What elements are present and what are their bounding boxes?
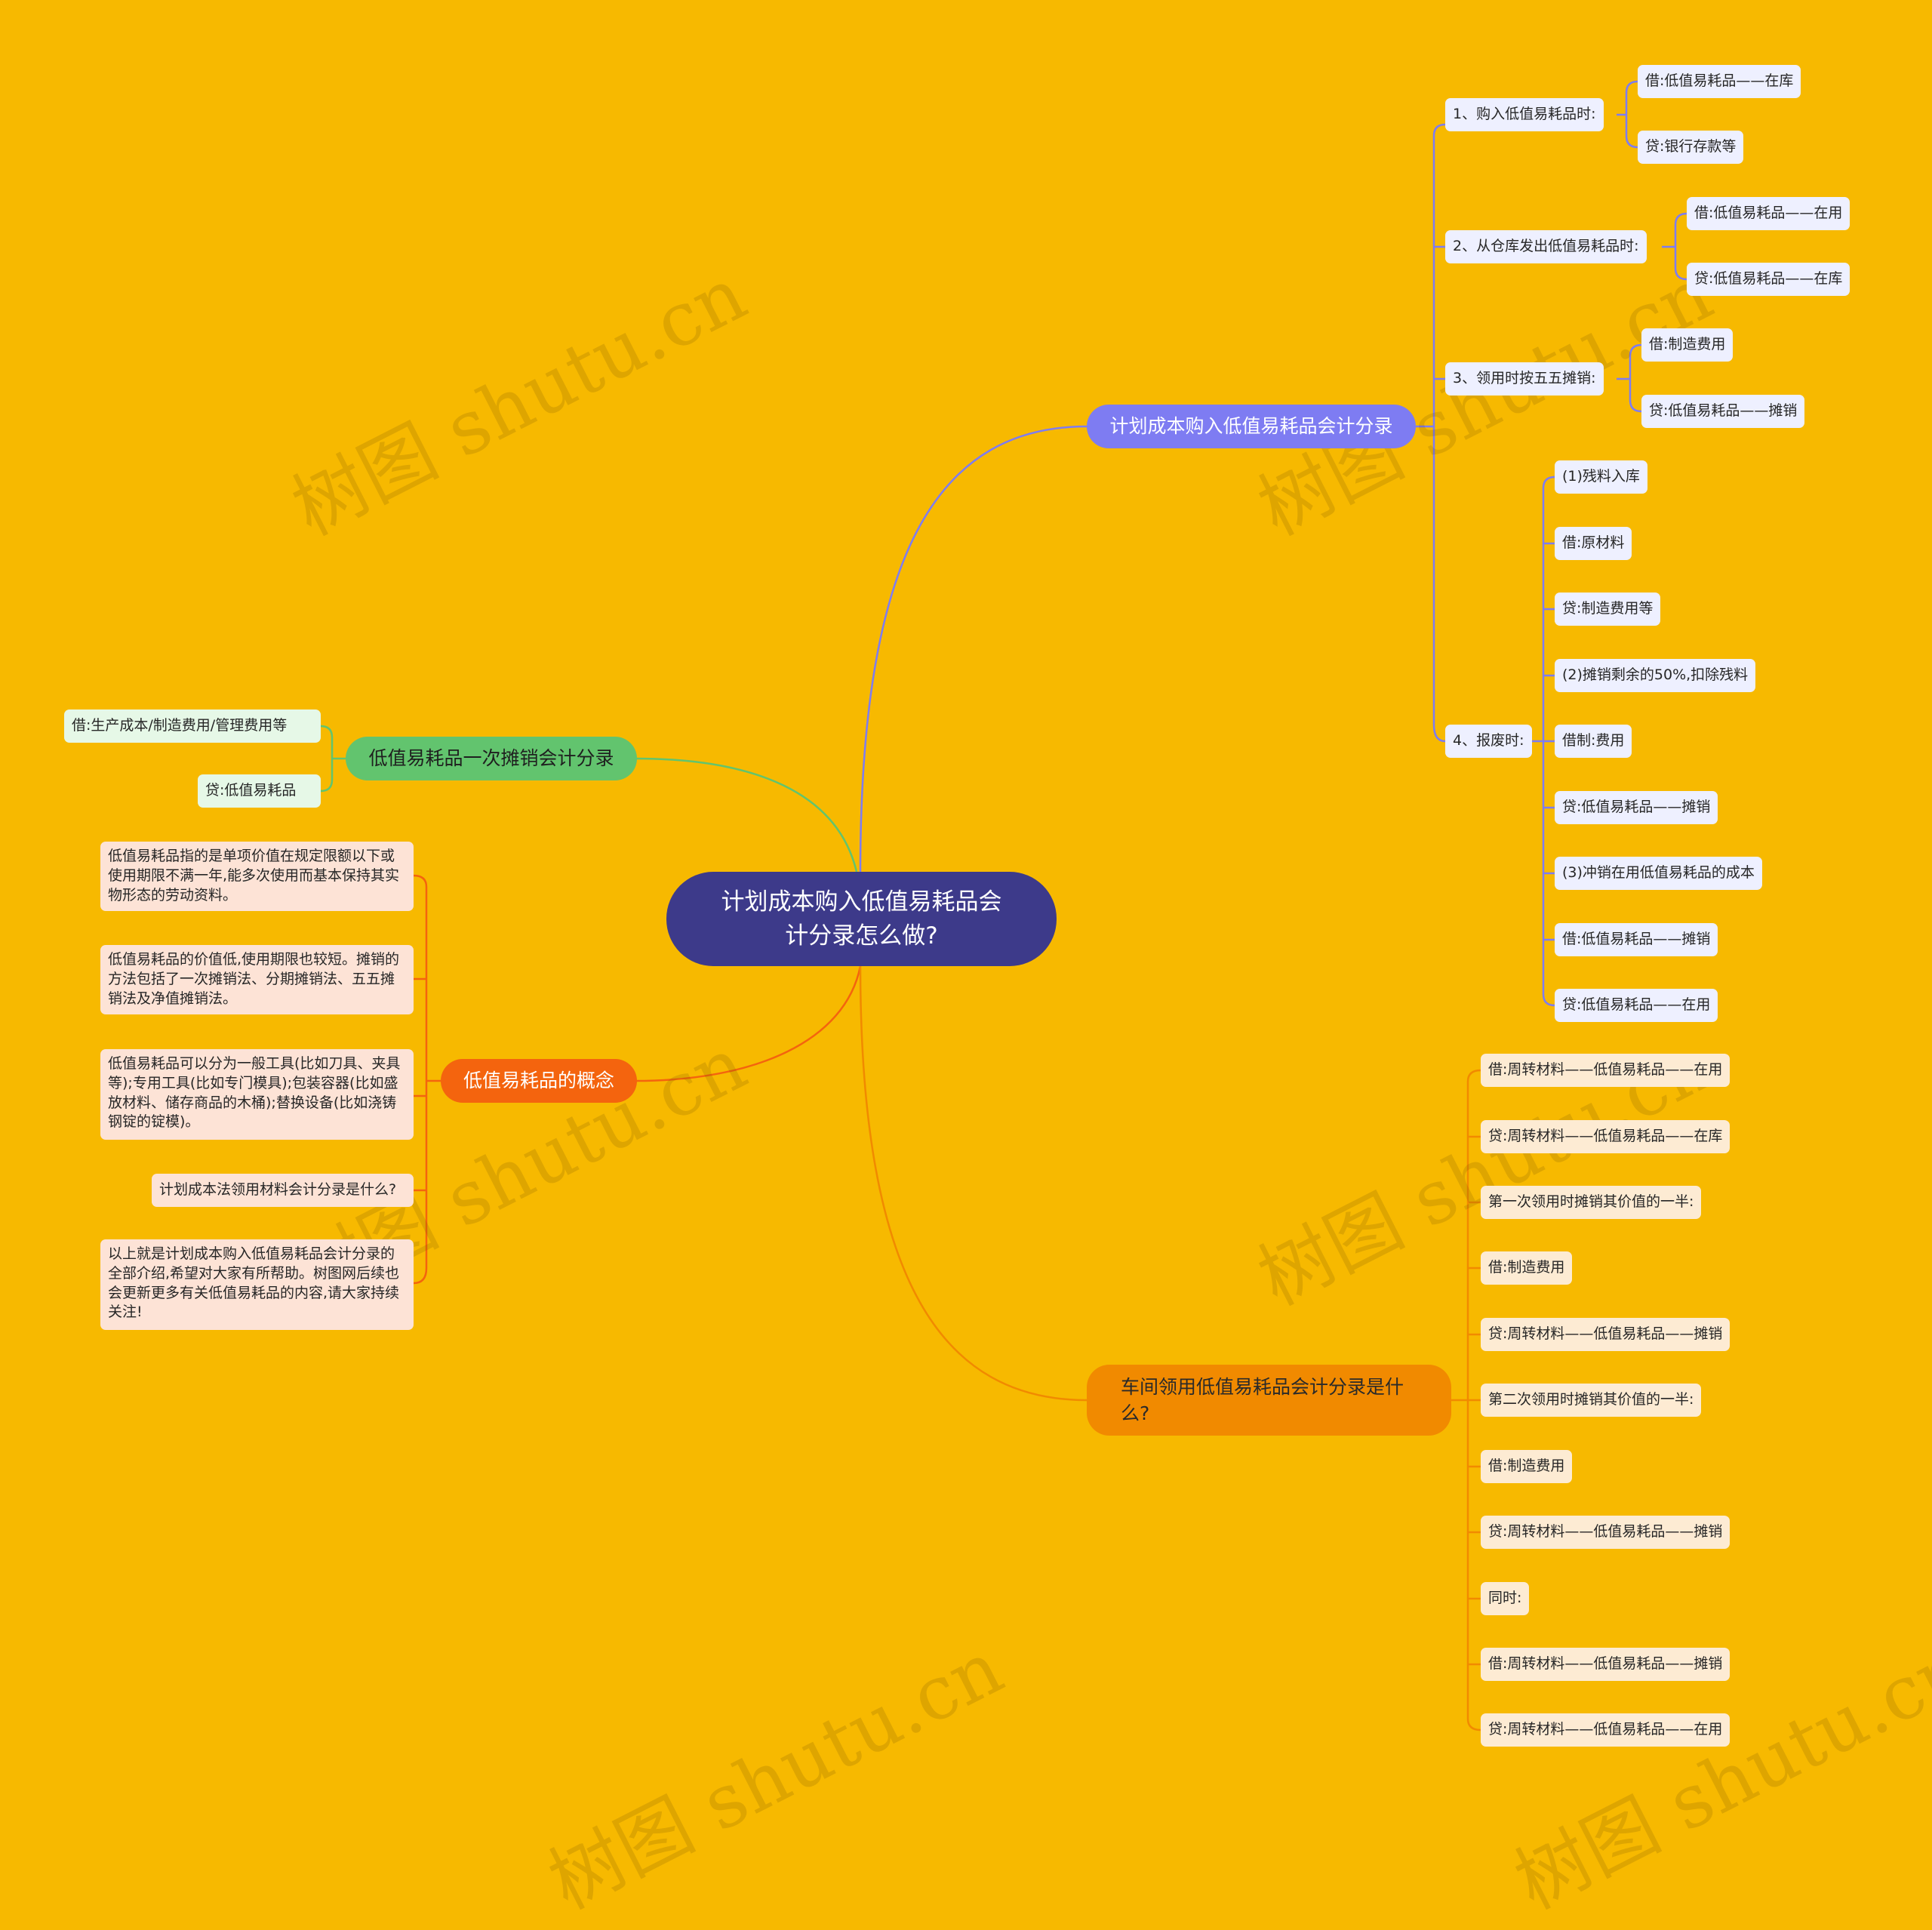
leaf-item[interactable]: 贷:低值易耗品 [198, 774, 321, 808]
link-blue-g1 [1617, 80, 1638, 149]
leaf-item[interactable]: 借:制造费用 [1481, 1450, 1573, 1483]
leaf-item[interactable]: 第一次领用时摊销其价值的一半: [1481, 1186, 1702, 1219]
link-blue-g2 [1662, 212, 1687, 281]
link-blue-spine [1416, 123, 1446, 743]
link-root-red [635, 965, 862, 1082]
link-blue-g3 [1617, 343, 1642, 413]
leaf-item[interactable]: 贷:低值易耗品——摊销 [1555, 791, 1718, 824]
leaf-item[interactable]: 第二次领用时摊销其价值的一半: [1481, 1384, 1702, 1417]
branch-workshop-usage[interactable]: 车间领用低值易耗品会计分录是什么? [1087, 1365, 1451, 1436]
group-purchase[interactable]: 1、购入低值易耗品时: [1445, 98, 1604, 131]
leaf-item[interactable]: 借:周转材料——低值易耗品——摊销 [1481, 1648, 1730, 1681]
link-root-blue [859, 425, 1088, 873]
leaf-paragraph[interactable]: 以上就是计划成本购入低值易耗品会计分录的全部介绍,希望对大家有所帮助。树图网后续… [100, 1239, 414, 1330]
group-issue[interactable]: 2、从仓库发出低值易耗品时: [1445, 230, 1647, 263]
leaf-item[interactable]: 借:制造费用 [1641, 328, 1734, 362]
link-green-spine [320, 725, 346, 793]
link-root-orange [859, 965, 1088, 1402]
leaf-item[interactable]: (3)冲销在用低值易耗品的成本 [1555, 857, 1762, 890]
leaf-item[interactable]: 借:低值易耗品——在用 [1687, 197, 1850, 230]
leaf-item[interactable]: 借:生产成本/制造费用/管理费用等 [64, 710, 321, 743]
leaf-item[interactable]: 借:低值易耗品——在库 [1638, 65, 1801, 98]
leaf-item[interactable]: 借:制造费用 [1481, 1251, 1573, 1285]
group-amortize[interactable]: 3、领用时按五五摊销: [1445, 362, 1604, 396]
leaf-item[interactable]: 贷:低值易耗品——在用 [1555, 989, 1718, 1022]
connector-lines [320, 80, 1687, 1731]
leaf-item[interactable]: 同时: [1481, 1582, 1530, 1615]
leaf-item[interactable]: 借制:费用 [1555, 725, 1632, 758]
leaf-item[interactable]: 贷:周转材料——低值易耗品——摊销 [1481, 1318, 1730, 1351]
leaf-paragraph[interactable]: 低值易耗品指的是单项价值在规定限额以下或使用期限不满一年,能多次使用而基本保持其… [100, 842, 414, 911]
leaf-item[interactable]: 贷:周转材料——低值易耗品——摊销 [1481, 1516, 1730, 1549]
leaf-paragraph[interactable]: 低值易耗品可以分为一般工具(比如刀具、夹具等);专用工具(比如专门模具);包装容… [100, 1049, 414, 1140]
group-scrap[interactable]: 4、报废时: [1445, 725, 1532, 758]
leaf-item[interactable]: 借:低值易耗品——摊销 [1555, 923, 1718, 956]
root-topic[interactable]: 计划成本购入低值易耗品会计分录怎么做? [666, 872, 1057, 966]
leaf-item[interactable]: (2)摊销剩余的50%,扣除残料 [1555, 659, 1756, 692]
link-blue-g4 [1531, 476, 1555, 1007]
branch-planned-cost-entries[interactable]: 计划成本购入低值易耗品会计分录 [1087, 405, 1416, 448]
leaf-item[interactable]: 计划成本法领用材料会计分录是什么? [152, 1174, 414, 1207]
leaf-paragraph[interactable]: 低值易耗品的价值低,使用期限也较短。摊销的方法包括了一次摊销法、分期摊销法、五五… [100, 945, 414, 1014]
branch-one-time-amortization[interactable]: 低值易耗品一次摊销会计分录 [346, 737, 637, 780]
leaf-item[interactable]: 贷:周转材料——低值易耗品——在用 [1481, 1713, 1730, 1747]
leaf-item[interactable]: 借:周转材料——低值易耗品——在用 [1481, 1054, 1730, 1087]
leaf-item[interactable]: (1)残料入库 [1555, 460, 1647, 494]
leaf-item[interactable]: 贷:周转材料——低值易耗品——在库 [1481, 1120, 1730, 1153]
leaf-item[interactable]: 贷:低值易耗品——摊销 [1641, 395, 1805, 428]
link-red-spine [413, 874, 441, 1285]
branch-concept[interactable]: 低值易耗品的概念 [441, 1059, 637, 1103]
link-orange-spine [1451, 1069, 1481, 1731]
leaf-item[interactable]: 贷:低值易耗品——在库 [1687, 263, 1850, 296]
leaf-item[interactable]: 借:原材料 [1555, 527, 1632, 560]
leaf-item[interactable]: 贷:银行存款等 [1638, 131, 1744, 164]
leaf-item[interactable]: 贷:制造费用等 [1555, 593, 1661, 626]
link-root-green [635, 757, 858, 873]
